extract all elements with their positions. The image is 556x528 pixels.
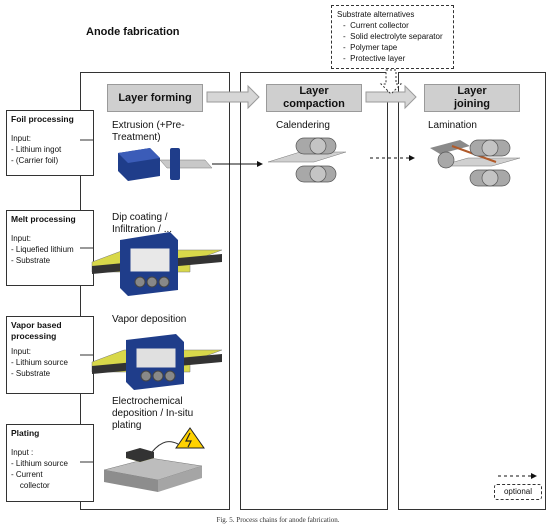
input-heading: Vapor based processing [11, 320, 62, 341]
process-lamination: Lamination [428, 120, 477, 131]
alt-item-text: Current collector [350, 21, 409, 30]
process-extrusion: Extrusion (+Pre-Treatment) [112, 120, 185, 143]
input-line: - Substrate [11, 256, 51, 265]
input-heading: Plating [11, 428, 40, 438]
input-line: - Lithium source [11, 358, 68, 367]
lamination-rollers-icon [430, 139, 521, 187]
process-calendering: Calendering [276, 120, 330, 131]
alt-item-text: Polymer tape [350, 43, 398, 52]
input-heading: Melt processing [11, 214, 76, 224]
input-box-melt: Melt processing Input: - Liquefied lithi… [6, 210, 94, 286]
stage-arrow-2 [365, 84, 417, 110]
alt-item: - Protective layer [343, 54, 406, 63]
process-dip-coating: Dip coating / Infiltration / ... [112, 212, 173, 235]
vapor-deposition-machine-icon [91, 334, 223, 390]
figure-caption: Fig. 5. Process chains for anode fabrica… [216, 516, 340, 524]
input-line: - Lithium ingot [11, 145, 62, 154]
stage-layer-forming: Layer forming [107, 84, 203, 112]
optional-legend-box: optional [494, 484, 542, 500]
stage-label: Layer compaction [283, 85, 345, 110]
alt-item: - Polymer tape [343, 43, 398, 52]
stage-arrow-1 [206, 84, 260, 110]
calendering-rollers-icon [267, 137, 415, 183]
input-line: - Liquefied lithium [11, 245, 74, 254]
input-box-plating: Plating Input : - Lithium source - Curre… [6, 424, 94, 502]
input-box-foil: Foil processing Input: - Lithium ingot -… [6, 110, 94, 176]
process-electrochemical: Electrochemical deposition / In-situ pla… [112, 396, 194, 431]
input-connectors [80, 139, 94, 463]
substrate-arrow [379, 69, 403, 95]
alt-item: - Current collector [343, 21, 409, 30]
input-line: collector [11, 481, 50, 490]
stage-label: Layer joining [453, 85, 491, 110]
extrusion-machine-icon [118, 148, 263, 181]
substrate-alternatives-heading: Substrate alternatives [337, 10, 415, 19]
input-line: Input : [11, 448, 34, 457]
diagram-title: Anode fabrication [86, 26, 180, 38]
input-line: - Substrate [11, 369, 51, 378]
dip-coating-machine-icon [91, 232, 223, 296]
input-box-vapor: Vapor based processing Input: - Lithium … [6, 316, 94, 394]
input-heading: Foil processing [11, 114, 74, 124]
input-line: - Current [11, 470, 43, 479]
stage-label: Layer forming [118, 91, 192, 104]
process-vapor-deposition: Vapor deposition [112, 314, 187, 325]
input-line: Input: [11, 347, 32, 356]
input-line: Input: [11, 134, 32, 143]
alt-item: - Solid electrolyte separator [343, 32, 443, 41]
input-line: - (Carrier foil) [11, 156, 59, 165]
stage-arrows [206, 84, 417, 110]
substrate-alternatives-box: Substrate alternatives - Current collect… [331, 5, 454, 69]
input-line: - Lithium source [11, 459, 68, 468]
input-line: Input: [11, 234, 32, 243]
stage-layer-joining: Layer joining [424, 84, 520, 112]
alt-item-text: Protective layer [350, 54, 406, 63]
alt-item-text: Solid electrolyte separator [350, 32, 443, 41]
stage-layer-compaction: Layer compaction [266, 84, 362, 112]
plating-setup-icon [103, 427, 205, 492]
